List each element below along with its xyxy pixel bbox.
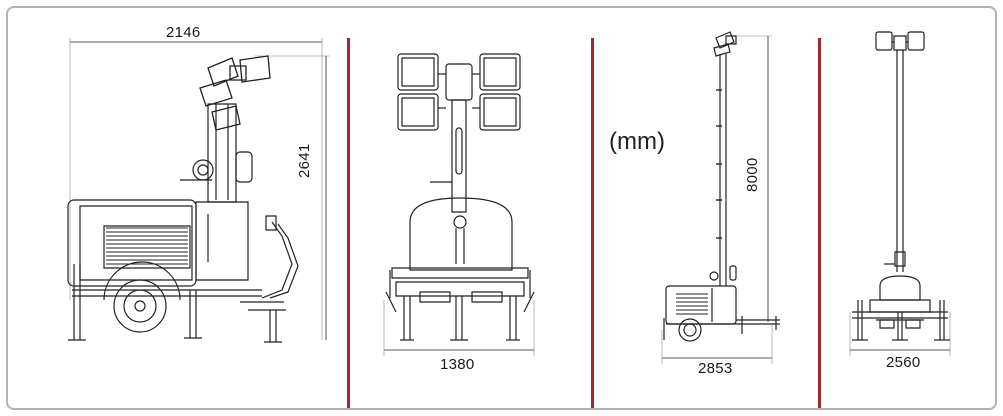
divider-1 xyxy=(347,38,350,408)
rear-view-folded xyxy=(384,54,534,356)
side-view-folded xyxy=(68,38,330,342)
dimension-extended-front-width: 2560 xyxy=(886,354,921,371)
dimension-front-width: 1380 xyxy=(440,356,475,373)
units-label: (mm) xyxy=(609,128,665,155)
dimension-mast-height: 8000 xyxy=(744,157,761,192)
dimension-extended-side-width: 2853 xyxy=(698,360,733,377)
divider-2 xyxy=(591,38,594,408)
dimension-side-width: 2146 xyxy=(166,24,201,41)
dimension-side-height: 2641 xyxy=(296,143,313,178)
side-view-extended xyxy=(662,32,780,364)
drawing-frame xyxy=(6,6,997,410)
divider-3 xyxy=(818,38,821,408)
rear-view-extended xyxy=(850,32,950,356)
